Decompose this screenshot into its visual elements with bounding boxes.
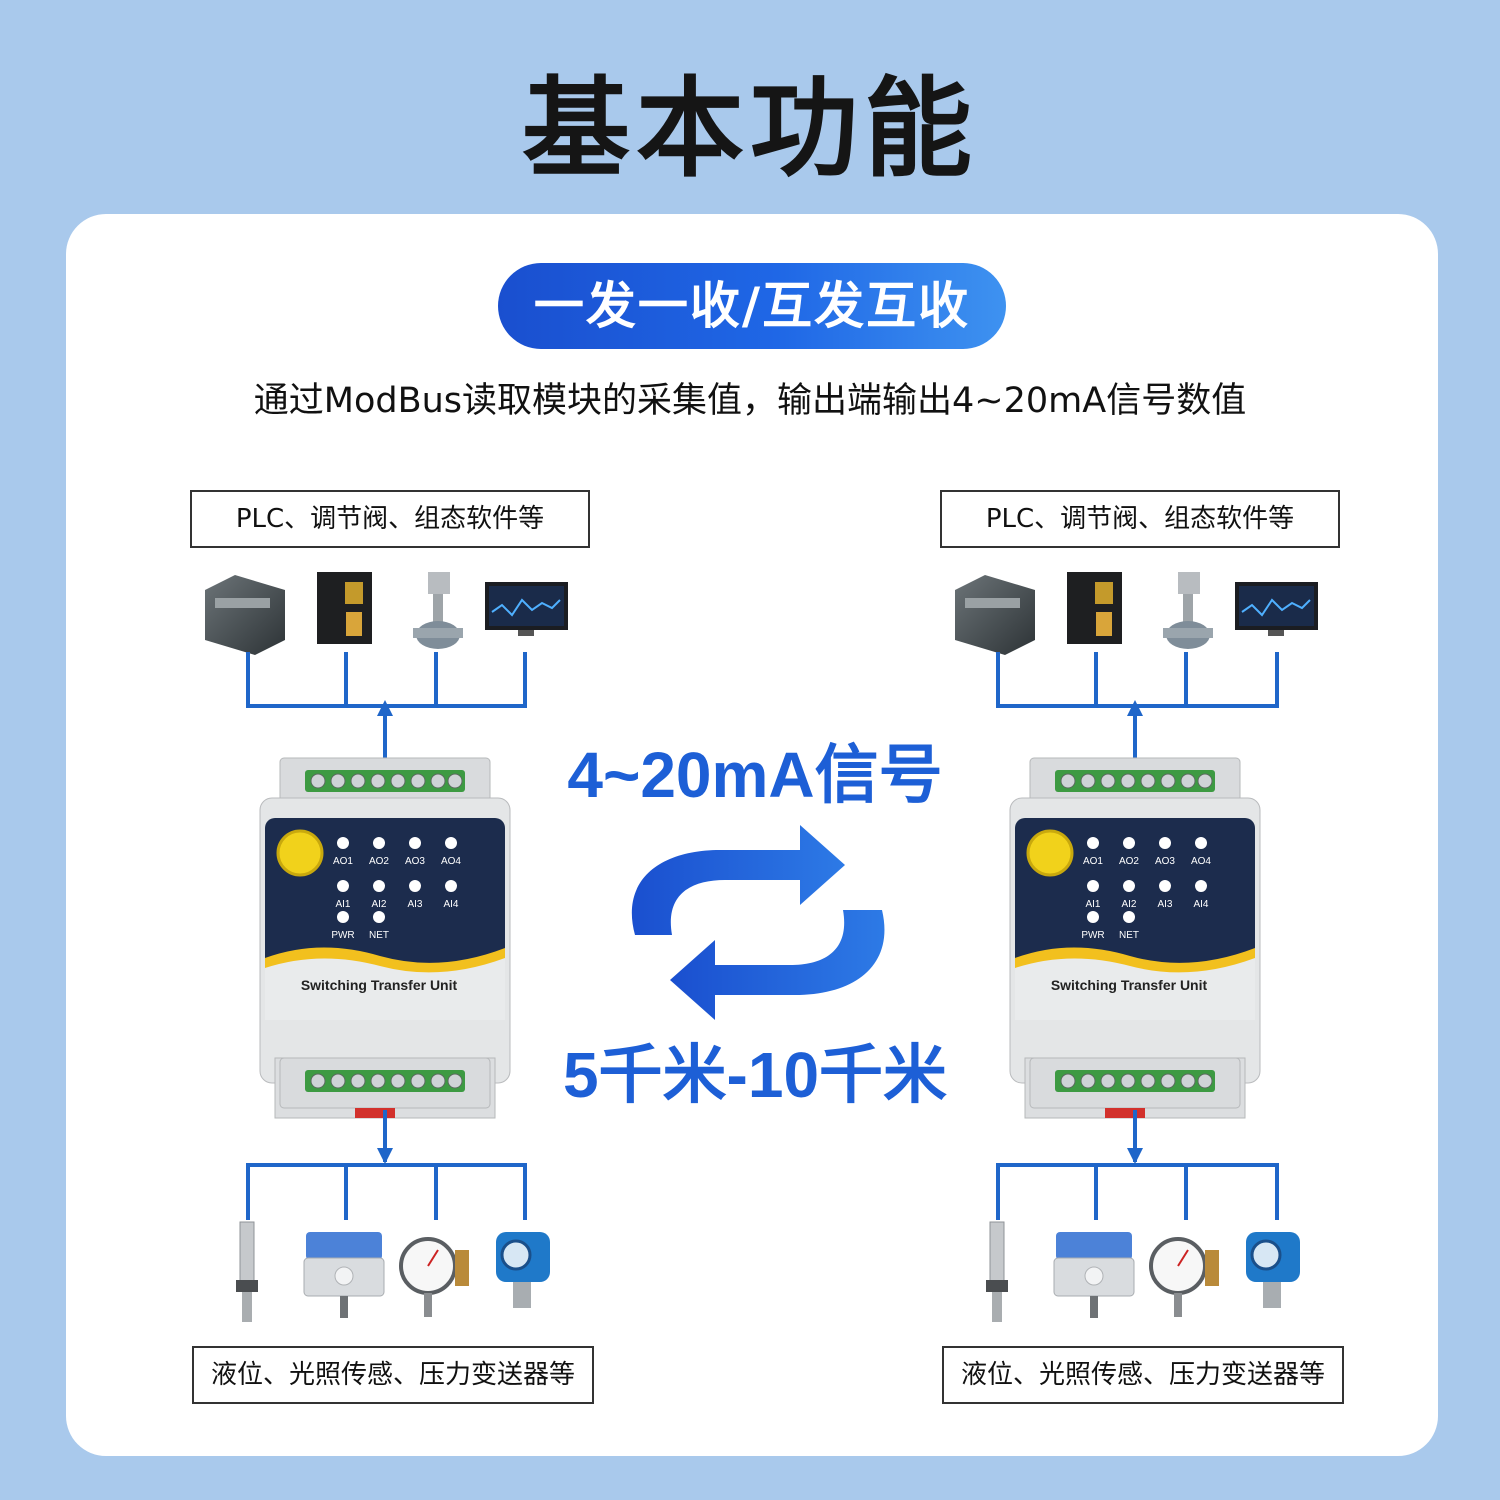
distance-label: 5千米-10千米: [562, 1039, 948, 1111]
led-ao1: [1087, 837, 1099, 849]
plc-icon: [205, 575, 285, 655]
signal-label: 4~20mA信号: [567, 739, 943, 811]
led-label: AO3: [1155, 856, 1175, 867]
led-ai1: [337, 880, 349, 892]
led-label: AI3: [1157, 899, 1172, 910]
level-sensor-icon: [236, 1221, 258, 1322]
right-top-label: PLC、调节阀、组态软件等: [940, 490, 1340, 548]
led-label: AO1: [333, 856, 353, 867]
pressure-transmitter-icon: [496, 1232, 550, 1308]
device-name: Switching Transfer Unit: [1051, 977, 1208, 993]
led-ao2: [373, 837, 385, 849]
mode-pill: 一发一收/互发互收: [498, 263, 1006, 349]
led-pwr: [1087, 911, 1099, 923]
led-ai1: [1087, 880, 1099, 892]
valve-icon: [413, 572, 463, 649]
plc-icon: [955, 575, 1035, 655]
right-bottom-label: 液位、光照传感、压力变送器等: [942, 1346, 1344, 1404]
led-label: AI2: [1121, 899, 1136, 910]
led-ao3: [409, 837, 421, 849]
led-ai3: [1159, 880, 1171, 892]
led-label: AI3: [407, 899, 422, 910]
led-ai2: [1123, 880, 1135, 892]
led-ao1: [337, 837, 349, 849]
right-column: [955, 572, 1318, 1322]
led-label: AO2: [1119, 856, 1139, 867]
led-label: AI4: [1193, 899, 1208, 910]
led-label: PWR: [331, 930, 354, 941]
pressure-gauge-icon: [399, 1237, 469, 1317]
pressure-gauge-icon: [1149, 1237, 1219, 1317]
led-label: AI1: [1085, 899, 1100, 910]
light-sensor-icon: [1053, 1232, 1135, 1318]
light-sensor-icon: [303, 1232, 385, 1318]
led-label: AI1: [335, 899, 350, 910]
left-column: [205, 572, 568, 1322]
led-ai4: [1195, 880, 1207, 892]
led-label: AO1: [1083, 856, 1103, 867]
led-label: AI2: [371, 899, 386, 910]
led-net: [373, 911, 385, 923]
led-ai2: [373, 880, 385, 892]
led-label: AO2: [369, 856, 389, 867]
led-ao4: [445, 837, 457, 849]
inverter-icon: [317, 572, 372, 644]
description: 通过ModBus读取模块的采集值，输出端输出4~20mA信号数值: [253, 381, 1247, 421]
level-sensor-icon: [986, 1221, 1008, 1322]
led-ao4: [1195, 837, 1207, 849]
device-name: Switching Transfer Unit: [301, 977, 458, 993]
monitor-icon: [1235, 582, 1318, 636]
pressure-transmitter-icon: [1246, 1232, 1300, 1308]
inverter-icon: [1067, 572, 1122, 644]
left-bottom-label: 液位、光照传感、压力变送器等: [192, 1346, 594, 1404]
led-ao2: [1123, 837, 1135, 849]
led-net: [1123, 911, 1135, 923]
page-title: 基本功能: [521, 67, 978, 192]
led-label: NET: [369, 930, 389, 941]
monitor-icon: [485, 582, 568, 636]
led-ao3: [1159, 837, 1171, 849]
left-top-label: PLC、调节阀、组态软件等: [190, 490, 590, 548]
led-label: PWR: [1081, 930, 1104, 941]
led-label: NET: [1119, 930, 1139, 941]
valve-icon: [1163, 572, 1213, 649]
led-ai4: [445, 880, 457, 892]
led-pwr: [337, 911, 349, 923]
led-label: AO4: [441, 856, 461, 867]
led-label: AI4: [443, 899, 458, 910]
led-label: AO3: [405, 856, 425, 867]
exchange-arrows-icon: [631, 825, 885, 1020]
led-ai3: [409, 880, 421, 892]
led-label: AO4: [1191, 856, 1211, 867]
